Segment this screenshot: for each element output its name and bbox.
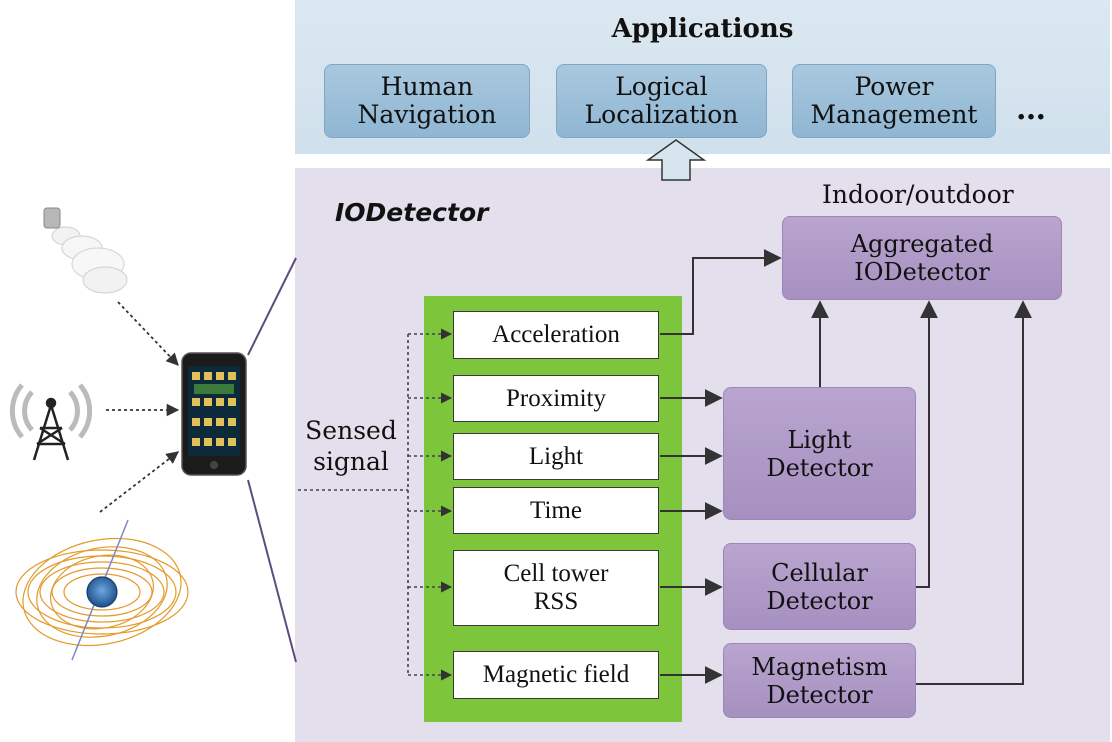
app-box-line1: Human bbox=[380, 72, 474, 101]
sensor-label: Acceleration bbox=[492, 321, 620, 348]
sensor-cell-tower-rss[interactable]: Cell tower RSS bbox=[453, 550, 659, 626]
phone-input-arrows bbox=[99, 301, 180, 513]
detector-magnetism[interactable]: Magnetism Detector bbox=[723, 643, 916, 718]
sensor-label: Time bbox=[530, 496, 582, 524]
sensed-signal-label: Sensed signal bbox=[296, 415, 406, 477]
app-box-line2: Navigation bbox=[357, 100, 497, 129]
detector-label-line2: Detector bbox=[766, 680, 873, 709]
zoom-line-bottom bbox=[247, 479, 297, 663]
applications-title: Applications bbox=[611, 14, 794, 44]
sensed-signal-line1: Sensed bbox=[305, 416, 397, 445]
sensor-light[interactable]: Light bbox=[453, 433, 659, 480]
sensor-label: Proximity bbox=[505, 384, 606, 412]
sensor-label: Magnetic field bbox=[482, 661, 630, 688]
cell-tower-icon bbox=[9, 383, 93, 461]
sensor-label-line1: Cell tower bbox=[503, 560, 609, 587]
sensed-signal-bus bbox=[298, 328, 453, 681]
sensed-signal-line2: signal bbox=[313, 447, 389, 476]
light-bulb-icon bbox=[43, 207, 128, 294]
sensor-detector-wires bbox=[660, 249, 1032, 685]
detector-cellular[interactable]: Cellular Detector bbox=[723, 543, 916, 630]
sensor-label-line2: RSS bbox=[533, 588, 579, 615]
detector-label-line2: Detector bbox=[766, 586, 873, 615]
sensor-magnetic-field[interactable]: Magnetic field bbox=[453, 651, 659, 699]
app-box-logical-localization[interactable]: Logical Localization bbox=[556, 64, 767, 138]
app-more-ellipsis: … bbox=[1016, 92, 1046, 127]
app-box-line1: Power bbox=[854, 72, 934, 101]
sensor-acceleration[interactable]: Acceleration bbox=[453, 311, 659, 359]
smartphone-icon bbox=[181, 352, 247, 476]
app-box-line1: Logical bbox=[615, 72, 708, 101]
detector-label-line1: Aggregated bbox=[850, 230, 994, 258]
iodetector-title: IODetector bbox=[335, 198, 489, 227]
up-arrow-icon bbox=[645, 139, 707, 181]
sensor-label: Light bbox=[528, 442, 584, 470]
detector-label-line1: Magnetism bbox=[751, 652, 888, 681]
detector-label-line1: Cellular bbox=[771, 558, 868, 587]
detector-label-line1: Light bbox=[787, 425, 852, 454]
magnetic-earth-icon bbox=[15, 519, 189, 661]
app-box-human-navigation[interactable]: Human Navigation bbox=[324, 64, 530, 138]
app-box-power-management[interactable]: Power Management bbox=[792, 64, 996, 138]
detector-aggregated-iodetector[interactable]: Aggregated IODetector bbox=[782, 216, 1062, 300]
detector-light[interactable]: Light Detector bbox=[723, 387, 916, 520]
indoor-outdoor-label: Indoor/outdoor bbox=[822, 180, 1014, 209]
sensor-time[interactable]: Time bbox=[453, 487, 659, 534]
detector-label-line2: IODetector bbox=[854, 258, 990, 286]
app-box-line2: Localization bbox=[584, 100, 739, 129]
sensor-proximity[interactable]: Proximity bbox=[453, 375, 659, 422]
zoom-line-top bbox=[247, 257, 297, 356]
app-box-line2: Management bbox=[810, 100, 978, 129]
detector-label-line2: Detector bbox=[766, 453, 873, 482]
